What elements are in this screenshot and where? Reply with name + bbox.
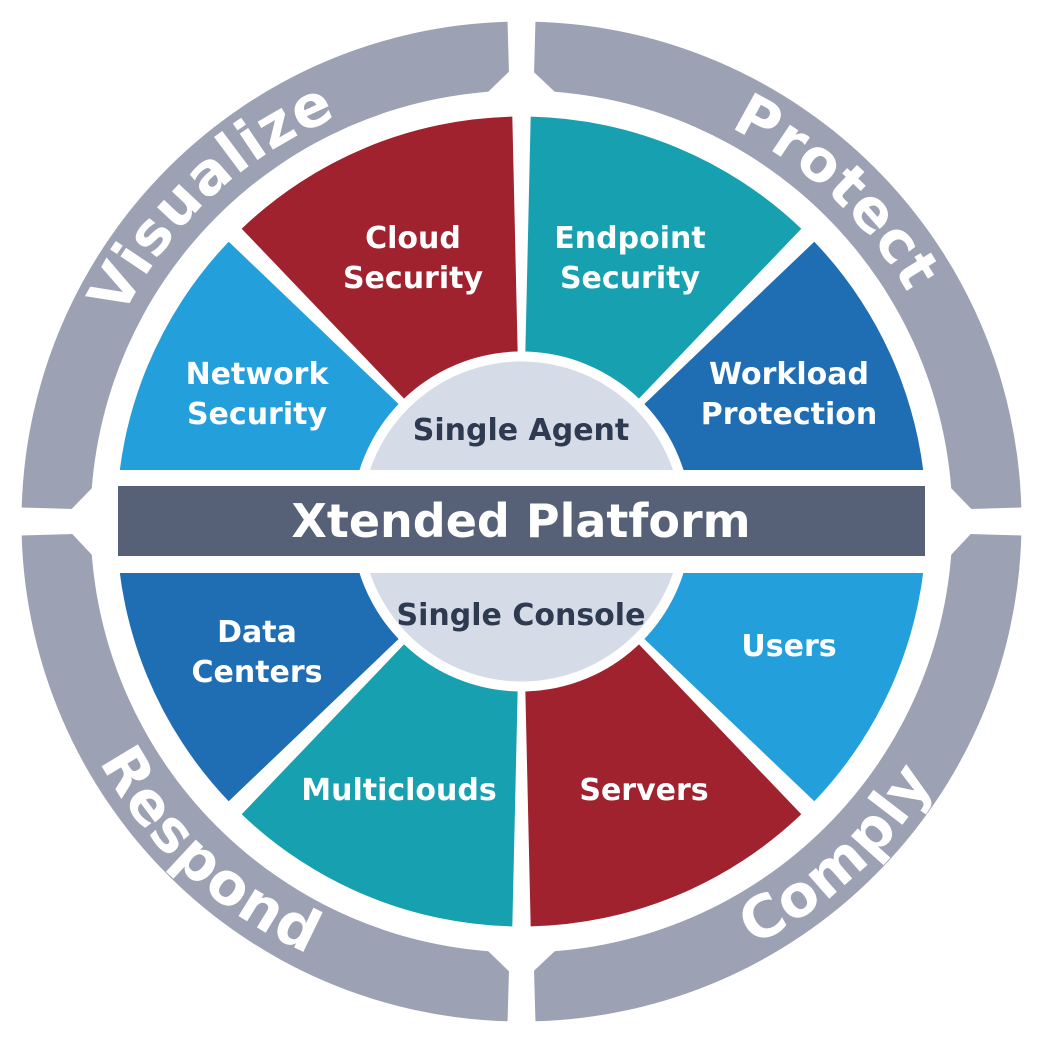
label-network-line1: Network	[186, 357, 330, 392]
label-users: Users	[741, 629, 836, 664]
ring-quadrant-comply	[533, 533, 1022, 1022]
label-cloud-line2: Security	[343, 261, 484, 296]
label-network-line2: Security	[187, 397, 328, 432]
arrow-notch-left	[60, 488, 92, 555]
arrow-notch-right	[951, 488, 983, 555]
label-cloud-line1: Cloud	[365, 221, 461, 256]
band-label-xtended-platform: Xtended Platform	[291, 494, 750, 548]
ring-quadrant-respond	[21, 533, 510, 1022]
segment-cloud-security	[241, 116, 518, 399]
ring-quadrant-visualize	[21, 21, 510, 510]
segment-multiclouds	[241, 644, 518, 927]
label-workload-line1: Workload	[709, 357, 869, 392]
segment-data-centers	[116, 525, 399, 802]
label-multiclouds: Multiclouds	[301, 773, 496, 808]
label-servers: Servers	[579, 773, 708, 808]
segment-network-security	[116, 241, 399, 518]
segment-servers	[525, 644, 802, 927]
arrow-notch-top	[488, 60, 555, 92]
ring-quadrant-protect	[533, 21, 1022, 510]
label-endpoint-line2: Security	[560, 261, 701, 296]
label-workload-line2: Protection	[701, 397, 877, 432]
label-datacenters-line2: Centers	[191, 655, 322, 690]
core-label-single-agent: Single Agent	[413, 413, 630, 448]
label-endpoint-line1: Endpoint	[554, 221, 705, 256]
platform-band	[118, 486, 925, 556]
arrow-notch-bottom	[488, 951, 555, 983]
segment-endpoint-security	[525, 116, 802, 399]
segment-users	[644, 525, 927, 802]
segment-workload-protection	[644, 241, 927, 518]
core-label-single-console: Single Console	[397, 598, 646, 633]
label-datacenters-line1: Data	[217, 615, 297, 650]
